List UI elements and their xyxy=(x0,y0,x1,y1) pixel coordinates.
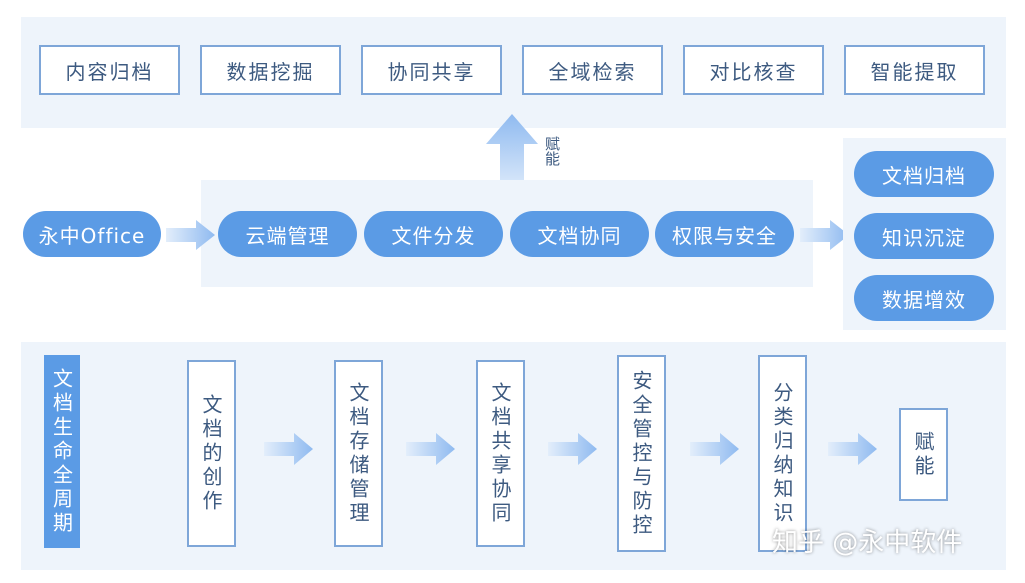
lifecycle-step-2: 文档共享协同 xyxy=(476,360,525,547)
top-item-0: 内容归档 xyxy=(39,45,180,95)
right-arrow-icon xyxy=(166,220,215,250)
right-arrow-icon xyxy=(548,433,597,465)
up-arrow-icon xyxy=(486,114,538,196)
middle-pill-2: 文档协同 xyxy=(510,211,649,257)
lifecycle-title: 文档生命全周期 xyxy=(44,355,80,548)
lifecycle-step-0: 文档的创作 xyxy=(187,360,236,547)
top-item-3: 全域检索 xyxy=(522,45,663,95)
lifecycle-step-4: 分类归纳知识 xyxy=(758,355,807,552)
middle-pill-0: 云端管理 xyxy=(218,211,357,257)
right-arrow-icon xyxy=(800,220,849,250)
top-item-1: 数据挖掘 xyxy=(200,45,341,95)
top-item-2: 协同共享 xyxy=(361,45,502,95)
lifecycle-step-1: 文档存储管理 xyxy=(334,360,383,547)
outcome-pill-0: 文档归档 xyxy=(854,151,994,197)
right-arrow-icon xyxy=(690,433,739,465)
lifecycle-step-3: 安全管控与防控 xyxy=(617,355,666,552)
lifecycle-step-5: 赋能 xyxy=(899,408,948,501)
top-applications-panel xyxy=(21,17,1006,128)
middle-pill-3: 权限与安全 xyxy=(655,211,794,257)
outcome-pill-1: 知识沉淀 xyxy=(854,213,994,259)
right-arrow-icon xyxy=(406,433,455,465)
empower-label: 赋能 xyxy=(543,136,561,166)
top-item-5: 智能提取 xyxy=(844,45,985,95)
right-arrow-icon xyxy=(828,433,877,465)
middle-pill-1: 文件分发 xyxy=(364,211,503,257)
watermark: 知乎 @永中软件 xyxy=(772,528,963,558)
source-pill: 永中Office xyxy=(23,211,161,257)
outcome-pill-2: 数据增效 xyxy=(854,275,994,321)
right-arrow-icon xyxy=(264,433,313,465)
top-item-4: 对比核查 xyxy=(683,45,824,95)
